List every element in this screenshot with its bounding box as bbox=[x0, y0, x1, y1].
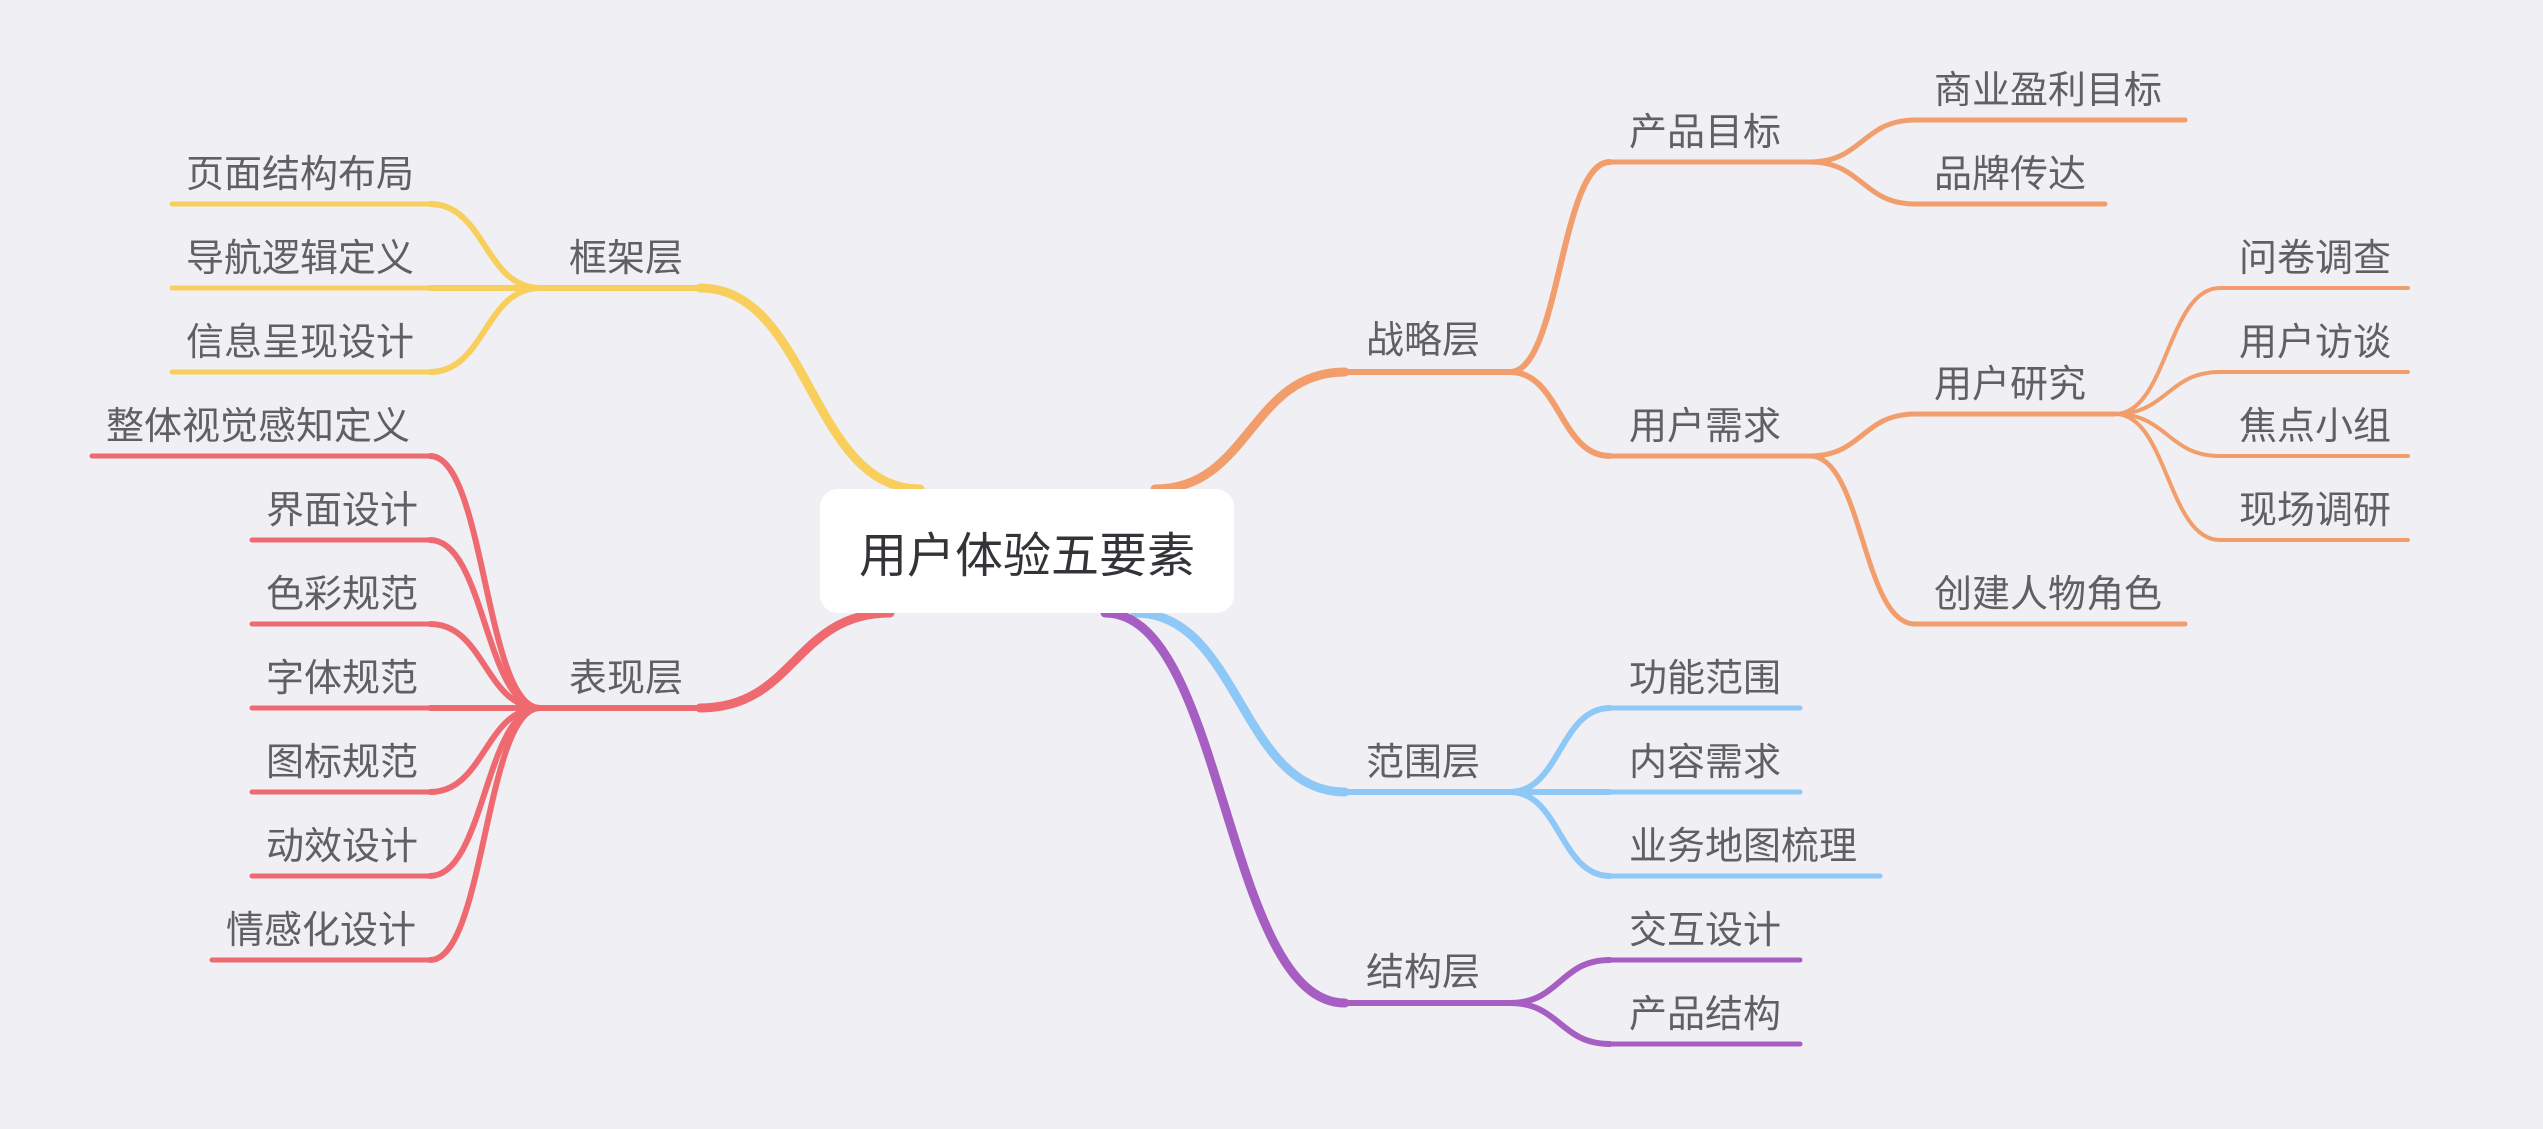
visual-perception-node[interactable]: 整体视觉感知定义 bbox=[106, 404, 411, 448]
framework-node[interactable]: 框架层 bbox=[569, 236, 684, 280]
link-research-child-3 bbox=[2113, 412, 2222, 542]
font-spec-node[interactable]: 字体规范 bbox=[266, 656, 419, 700]
page-structure-layout-node[interactable]: 页面结构布局 bbox=[186, 152, 415, 196]
link-user-needs-research bbox=[1807, 411, 1918, 459]
link-product-goal-brand bbox=[1807, 159, 1918, 207]
focus-group-node[interactable]: 焦点小组 bbox=[2239, 404, 2392, 448]
user-research-node[interactable]: 用户研究 bbox=[1934, 362, 2087, 406]
link-structure-child-1 bbox=[1507, 1000, 1613, 1047]
link-research-child-1 bbox=[2113, 370, 2222, 416]
link-strategy-product-goal bbox=[1507, 159, 1613, 375]
link-root-surface bbox=[695, 608, 895, 713]
link-structure-child-0 bbox=[1507, 957, 1613, 1006]
motion-design-node[interactable]: 动效设计 bbox=[266, 824, 419, 868]
link-root-framework bbox=[695, 283, 925, 494]
navigation-logic-node[interactable]: 导航逻辑定义 bbox=[186, 236, 415, 280]
user-needs-node[interactable]: 用户需求 bbox=[1629, 404, 1782, 448]
product-goal-node[interactable]: 产品目标 bbox=[1629, 110, 1782, 154]
interface-design-node[interactable]: 界面设计 bbox=[266, 488, 419, 532]
content-needs-node[interactable]: 内容需求 bbox=[1629, 740, 1782, 784]
link-research-child-0 bbox=[2113, 286, 2222, 416]
link-surface-child-1 bbox=[427, 537, 543, 711]
link-root-scope bbox=[1130, 608, 1350, 797]
color-spec-node[interactable]: 色彩规范 bbox=[266, 572, 419, 616]
root-node[interactable]: 用户体验五要素 bbox=[820, 489, 1234, 613]
strategy-node[interactable]: 战略层 bbox=[1366, 318, 1481, 362]
link-product-goal-commercial bbox=[1807, 117, 1918, 165]
link-research-child-2 bbox=[2113, 412, 2222, 458]
link-scope-child-0 bbox=[1507, 705, 1613, 795]
user-interview-node[interactable]: 用户访谈 bbox=[2239, 320, 2392, 364]
link-root-strategy bbox=[1150, 367, 1350, 494]
function-scope-node[interactable]: 功能范围 bbox=[1629, 656, 1782, 700]
surface-node[interactable]: 表现层 bbox=[569, 656, 684, 700]
info-presentation-node[interactable]: 信息呈现设计 bbox=[186, 320, 415, 364]
emotional-design-node[interactable]: 情感化设计 bbox=[226, 908, 417, 952]
field-research-node[interactable]: 现场调研 bbox=[2239, 488, 2392, 532]
link-user-needs-persona bbox=[1807, 453, 1918, 627]
structure-node[interactable]: 结构层 bbox=[1366, 950, 1481, 994]
link-framework-child-2 bbox=[427, 285, 543, 375]
link-framework-child-0 bbox=[427, 201, 543, 291]
questionnaire-node[interactable]: 问卷调查 bbox=[2239, 236, 2392, 280]
commercial-profit-goal-node[interactable]: 商业盈利目标 bbox=[1934, 68, 2163, 112]
link-scope-child-2 bbox=[1507, 789, 1613, 879]
interaction-design-node[interactable]: 交互设计 bbox=[1629, 908, 1782, 952]
icon-spec-node[interactable]: 图标规范 bbox=[266, 740, 419, 784]
link-surface-child-6 bbox=[427, 705, 543, 963]
scope-node[interactable]: 范围层 bbox=[1366, 740, 1481, 784]
create-persona-node[interactable]: 创建人物角色 bbox=[1934, 572, 2163, 616]
link-strategy-user-needs bbox=[1507, 369, 1613, 459]
brand-communication-node[interactable]: 品牌传达 bbox=[1934, 152, 2087, 196]
business-map-node[interactable]: 业务地图梳理 bbox=[1629, 824, 1858, 868]
link-surface-child-0 bbox=[427, 453, 543, 711]
link-surface-child-2 bbox=[427, 621, 543, 711]
link-root-structure bbox=[1100, 608, 1350, 1008]
product-structure-node[interactable]: 产品结构 bbox=[1629, 992, 1782, 1036]
